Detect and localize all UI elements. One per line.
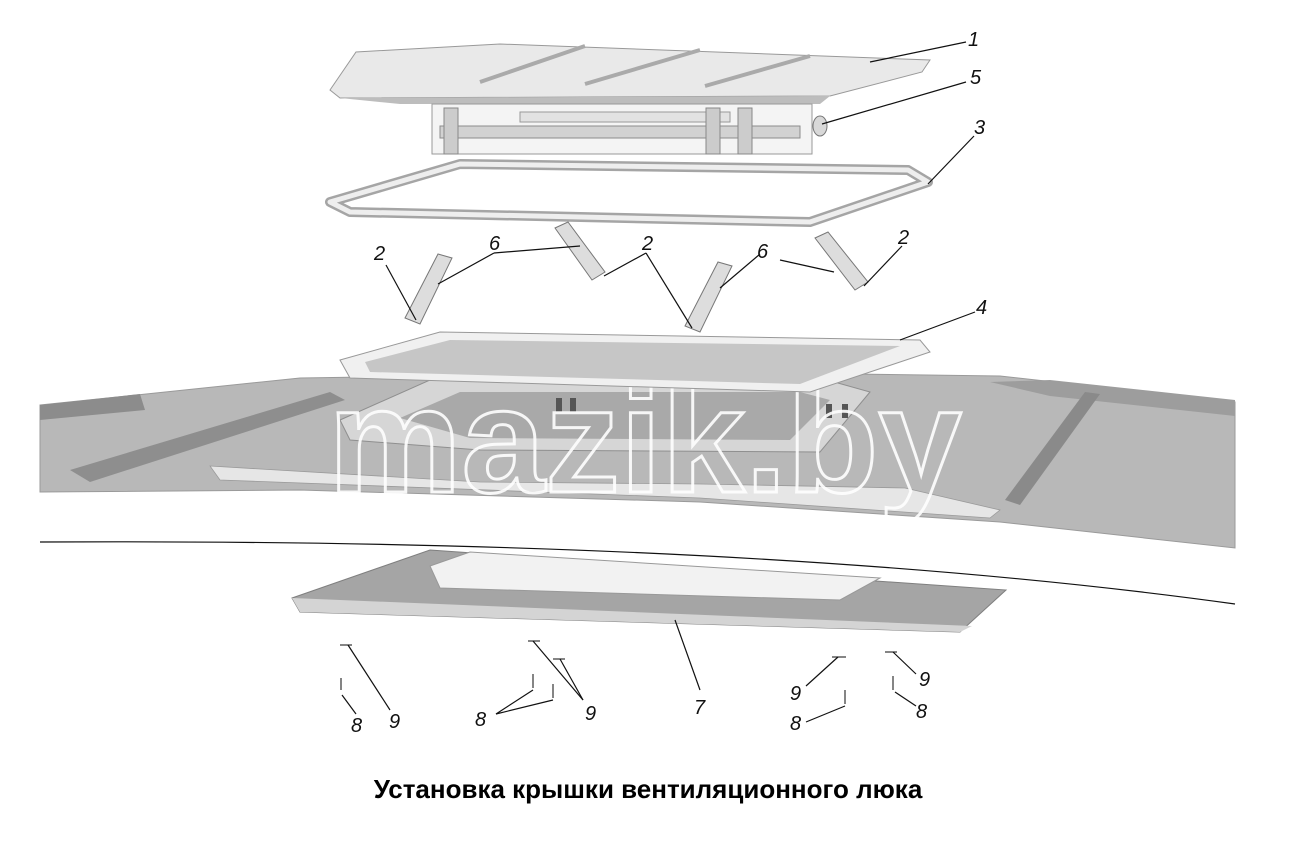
callout-2: 2 [641,233,653,255]
hatch-lid [329,43,931,104]
callout-9: 9 [389,711,400,733]
callout-8: 8 [475,709,486,731]
callout-9: 9 [919,669,930,691]
stay-brackets [404,221,869,333]
callout-labels: 1 5 3 2 6 2 6 2 4 7 8 9 8 9 9 8 9 8 [351,29,987,737]
callout-6: 6 [757,241,769,263]
callout-2: 2 [373,243,385,265]
callout-8: 8 [916,701,927,723]
gasket-frame [325,159,933,227]
hinge-mechanism [431,103,828,155]
callout-4: 4 [976,297,987,319]
callout-3: 3 [974,117,985,139]
leader-lines [341,41,976,723]
callout-9: 9 [585,703,596,725]
diagram-caption: Установка крышки вентиляционного люка [373,774,923,804]
callout-8: 8 [351,715,362,737]
callout-1: 1 [968,29,979,51]
roof-clip [556,398,848,418]
callout-7: 7 [694,697,706,719]
callout-8: 8 [790,713,801,735]
callout-6: 6 [489,233,501,255]
inner-trim-panel [291,549,1008,633]
fasteners [340,640,897,704]
callout-2: 2 [897,227,909,249]
inner-frame [339,331,931,393]
callout-5: 5 [970,67,982,89]
roof-panel [39,371,1236,605]
callout-9: 9 [790,683,801,705]
